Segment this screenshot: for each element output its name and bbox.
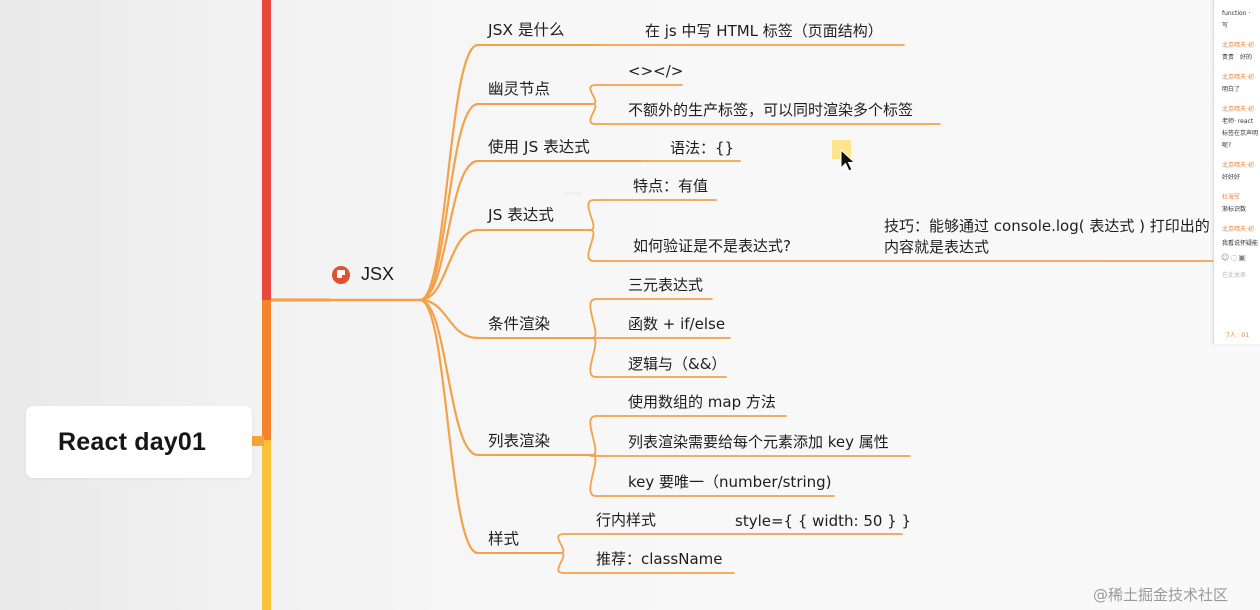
branch-connector xyxy=(418,228,480,302)
node-func-if-else[interactable]: 函数 + if/else xyxy=(628,315,726,333)
child-connector xyxy=(589,454,597,497)
branch-style[interactable]: 样式 xyxy=(488,530,520,548)
child-connector xyxy=(589,415,597,456)
node-expr-tip-line2: 内容就是表达式 xyxy=(884,238,990,256)
spine-segment-bottom xyxy=(262,440,271,610)
child-connector xyxy=(589,103,597,125)
flag-icon xyxy=(332,266,350,284)
watermark: @稀土掘金技术社区 xyxy=(1093,586,1229,604)
chat-message: 我看说怀疑能 xyxy=(1222,240,1259,247)
chat-username: 杜海军 xyxy=(1222,194,1241,201)
node-fragment-syntax[interactable]: <></> xyxy=(628,62,684,80)
node-expr-verify[interactable]: 如何验证是不是表达式? xyxy=(633,237,791,255)
branch-connector xyxy=(418,298,480,340)
root-connector xyxy=(252,436,264,446)
chat-username: 北京晴天·初 xyxy=(1222,226,1254,233)
node-expr-feature[interactable]: 特点：有值 xyxy=(633,177,709,195)
chat-message: 渐标识数 xyxy=(1222,206,1247,213)
node-key-unique[interactable]: key 要唯一（number/string) xyxy=(628,473,832,491)
node-classname[interactable]: 推荐：className xyxy=(596,550,723,568)
branch-connector xyxy=(418,102,480,302)
branch-jsx-what[interactable]: JSX 是什么 xyxy=(488,21,565,39)
branch-connector xyxy=(418,159,480,302)
child-connector xyxy=(589,84,597,105)
chat-username: 北京晴天·初 xyxy=(1222,74,1254,81)
branch-list-render[interactable]: 列表渲染 xyxy=(488,432,551,450)
child-connector xyxy=(587,199,595,231)
node-array-map[interactable]: 使用数组的 map 方法 xyxy=(628,393,776,411)
chat-username: 北京晴天·初 xyxy=(1222,42,1254,49)
center-node-label[interactable]: JSX xyxy=(361,264,395,284)
spine-segment-middle xyxy=(262,300,271,440)
root-node[interactable] xyxy=(26,406,252,478)
chat-message: 好好好 xyxy=(1222,174,1241,181)
node-fragment-desc[interactable]: 不额外的生产标签，可以同时渲染多个标签 xyxy=(628,101,914,119)
branch-connector xyxy=(418,298,480,457)
branch-conditional-render[interactable]: 条件渲染 xyxy=(488,315,551,333)
branch-lines xyxy=(418,43,1216,574)
node-inline-style-example[interactable]: style={ { width: 50 } } xyxy=(735,512,912,530)
smile-icon[interactable]: ☺ xyxy=(1221,253,1231,262)
node-list-key[interactable]: 列表渲染需要给每个元素添加 key 属性 xyxy=(628,433,889,451)
node-jsx-what-desc[interactable]: 在 js 中写 HTML 标签（页面结构） xyxy=(645,22,883,40)
branch-connector xyxy=(418,298,480,555)
node-logical-and[interactable]: 逻辑与（&&） xyxy=(628,355,727,373)
chat-message: 明白了 xyxy=(1222,86,1241,93)
decor-dash xyxy=(565,192,581,195)
node-expr-tip-line1[interactable]: 技巧：能够通过 console.log( 表达式 ) 打印出的 xyxy=(884,217,1210,235)
chat-username: 北京晴天·初 xyxy=(1222,106,1254,113)
spine-segment-top xyxy=(262,0,271,300)
comment-icon[interactable]: ◌ xyxy=(1230,253,1239,262)
chat-message: 老师· react xyxy=(1222,118,1254,125)
chat-message: 标签在京声明 xyxy=(1222,130,1259,137)
child-connector xyxy=(589,298,597,339)
chat-message: 写 xyxy=(1222,22,1229,29)
node-ternary[interactable]: 三元表达式 xyxy=(628,276,704,294)
chat-online-count: 7人 · 01 xyxy=(1226,332,1250,339)
mouse-pointer-icon xyxy=(840,149,856,172)
root-node-label: React day01 xyxy=(58,428,207,456)
child-connector xyxy=(557,552,565,574)
node-expr-syntax[interactable]: 语法：{} xyxy=(670,139,735,157)
chat-emoji-toolbar[interactable]: ☺◌▣ xyxy=(1221,253,1247,262)
chat-message: 贵贵 好的 xyxy=(1222,54,1253,61)
chat-username: 北京晴天·初 xyxy=(1222,162,1254,169)
branch-use-js-expr[interactable]: 使用 JS 表达式 xyxy=(488,138,590,156)
image-icon[interactable]: ▣ xyxy=(1238,253,1247,262)
chat-input[interactable]: 在此发表 xyxy=(1222,272,1247,279)
node-inline-style[interactable]: 行内样式 xyxy=(596,511,657,529)
child-connector xyxy=(587,229,595,262)
branch-connector xyxy=(418,43,480,302)
child-connector xyxy=(589,337,597,378)
chat-panel[interactable]: function · 写 北京晴天·初 贵贵 好的 北京晴天·初 明白了 北京晴… xyxy=(1213,0,1260,344)
branch-js-expr[interactable]: JS 表达式 xyxy=(488,206,554,224)
child-connector xyxy=(557,533,565,554)
chat-message: 呢? xyxy=(1222,142,1232,149)
chat-message: function · xyxy=(1222,10,1251,17)
branch-ghost-node[interactable]: 幽灵节点 xyxy=(488,80,551,98)
